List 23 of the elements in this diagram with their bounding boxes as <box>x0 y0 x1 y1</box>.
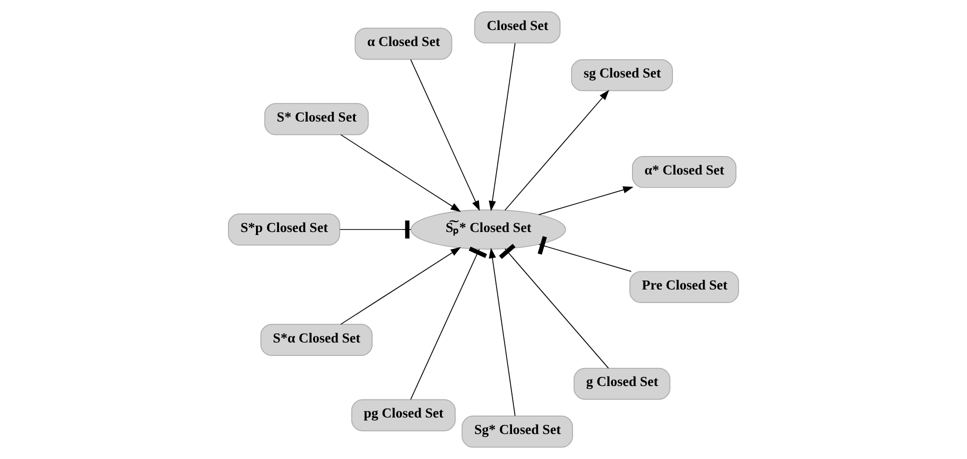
arrow <box>488 42 516 212</box>
node-ellipse: S͠ₚ* Closed Set <box>410 209 566 250</box>
arrow <box>340 247 461 325</box>
connector <box>410 246 487 400</box>
node-box: α* Closed Set <box>632 156 736 188</box>
node-box: Sg* Closed Set <box>462 416 573 448</box>
node-box: g Closed Set <box>574 368 670 400</box>
node-box: S*α Closed Set <box>260 324 373 356</box>
connector <box>538 236 632 272</box>
node-box: Pre Closed Set <box>629 271 739 303</box>
node-box: S* Closed Set <box>264 103 369 136</box>
node-box: pg Closed Set <box>351 399 456 432</box>
node-box: Closed Set <box>474 11 560 44</box>
node-box: S*p Closed Set <box>228 214 340 246</box>
node-box: α Closed Set <box>354 28 452 60</box>
arrow <box>488 248 516 416</box>
arrow <box>410 59 480 212</box>
arrow <box>504 90 610 211</box>
connector <box>499 244 609 369</box>
connector <box>339 220 412 239</box>
arrow <box>538 186 634 216</box>
arrow <box>340 134 461 212</box>
node-box: sg Closed Set <box>571 59 673 92</box>
